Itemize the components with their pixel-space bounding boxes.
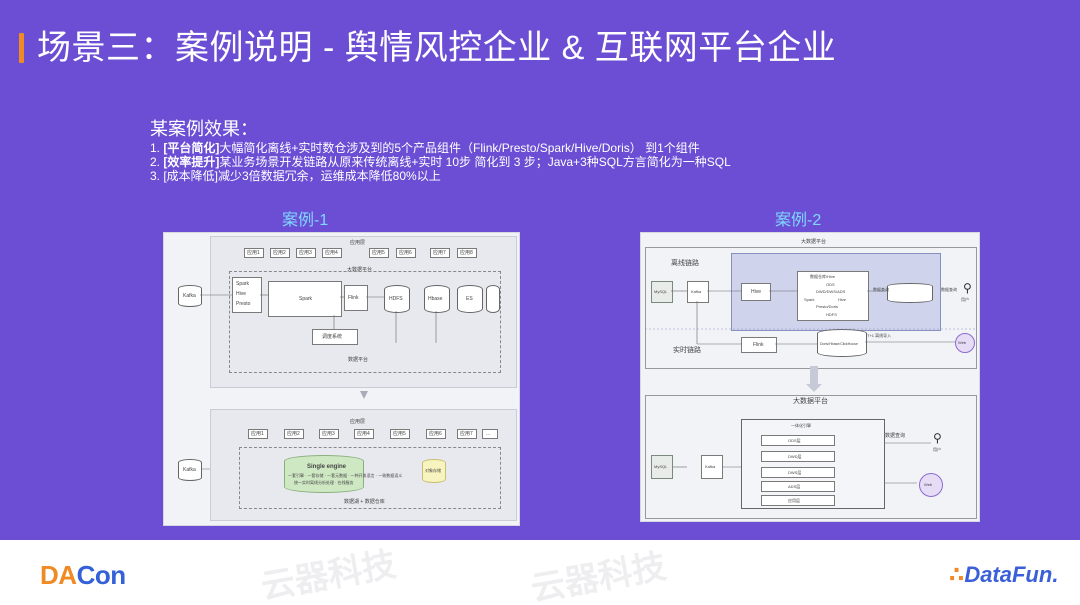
sync-label: T+1 离线导入	[867, 333, 892, 338]
case-2-after-title: 大数据平台	[793, 398, 828, 405]
unified-engine-box	[741, 419, 885, 509]
hbase-store	[887, 283, 933, 303]
datafun-logo-icon: ∴	[949, 562, 965, 587]
web-node: Web	[955, 333, 975, 353]
app-box: 应用6	[396, 248, 416, 258]
offline-label: 离线链路	[671, 260, 699, 267]
case-2-connectors	[645, 290, 975, 484]
app-box: 应用5	[390, 429, 410, 439]
case-1-before-footer: 数据平台	[348, 357, 369, 363]
watermark: 云器科技	[258, 545, 399, 605]
effect-item: 1. [平台简化]大幅简化离线+实时数仓涉及到的5个产品组件（Flink/Pre…	[150, 141, 700, 155]
dacon-logo: DACon	[40, 560, 126, 590]
slide: 场景三：案例说明 - 舆情风控企业 & 互联网平台企业 某案例效果： 1. [平…	[19, 29, 980, 526]
schedule-box: 调度系统	[312, 329, 358, 345]
query-label: 数据查询	[873, 287, 889, 292]
layer-box: 应用层	[761, 495, 835, 506]
title-accent-bar	[19, 33, 24, 63]
case-1-after-platform-frame	[239, 447, 501, 509]
slide-title: 场景三：案例说明 - 舆情风控企业 & 互联网平台企业	[37, 29, 837, 67]
etl-box: Spark	[268, 281, 342, 317]
user-icon: ⚲	[963, 281, 972, 295]
effects-heading: 某案例效果：	[150, 119, 258, 139]
layer-box: ADS层	[761, 481, 835, 492]
case-2-after-frame	[645, 395, 977, 519]
case-2-before-title: 大数据平台	[801, 239, 827, 245]
app-box: 应用2	[270, 248, 290, 258]
app-box: 应用7	[457, 429, 477, 439]
layer-box: DWS层	[761, 467, 835, 478]
app-box: 应用4	[354, 429, 374, 439]
case-2-label: 案例-2	[775, 212, 822, 229]
app-box: 应用7	[430, 248, 450, 258]
kafka-box: Kafka	[701, 455, 723, 479]
store-cylinder: Hbase	[424, 285, 450, 313]
hive-box: Hive	[741, 283, 771, 301]
user-label: 用户	[933, 447, 941, 452]
store-cylinder: ES	[457, 285, 483, 313]
case-2-diagram: 大数据平台 离线链路 实时链路 MySQL Kafka Hive 数据仓库/Hi…	[640, 232, 980, 522]
kafka-source: Kafka	[178, 459, 202, 481]
engine-list: Spark Hive Presto	[232, 277, 262, 313]
app-box: 应用1	[248, 429, 268, 439]
layer-box: DWD层	[761, 451, 835, 462]
mid-box: Flink	[344, 285, 368, 311]
down-arrow-icon	[806, 366, 822, 392]
case-1-after-top-title: 应用层	[350, 419, 366, 425]
user-label: 用户	[961, 297, 969, 302]
flink-box: Flink	[741, 337, 777, 353]
kafka-source: Kafka	[178, 285, 202, 307]
app-box: 应用3	[296, 248, 316, 258]
realtime-store: Doris/Hbase/ClickHouse	[817, 329, 867, 357]
store-cylinder	[486, 285, 500, 313]
app-box: ...	[482, 429, 498, 439]
case-1-after-footer: 数据湖 + 数据仓库	[344, 499, 385, 505]
object-store: 对象存储	[422, 459, 446, 483]
unified-engine-title: 一体化引擎	[791, 423, 811, 428]
app-box: 应用1	[244, 248, 264, 258]
app-box: 应用5	[369, 248, 389, 258]
query-label: 数据查询	[885, 433, 906, 439]
mysql-source: MySQL	[651, 281, 673, 303]
engine-desc: 统一实时离线分析处理 · 在线服务	[294, 480, 354, 485]
effect-item: 2. [效率提升]某业务场景开发链路从原来传统离线+实时 10步 简化到 3 步…	[150, 155, 731, 169]
mysql-source: MySQL	[651, 455, 673, 479]
case-1-before-top-title: 应用层	[350, 240, 366, 246]
datafun-logo: ∴DataFun.	[949, 562, 1059, 587]
store-cylinder: HDFS	[384, 285, 410, 313]
footer-bar: 云器科技 云器科技	[0, 540, 1080, 605]
engine-desc: 一套引擎 · 一套存储 · 一套元数据 · 一种开发语言 · 一致数据语义	[288, 473, 403, 478]
single-engine: Single engine	[284, 455, 364, 493]
case-1-platform-frame	[229, 271, 501, 373]
effect-item: 3. [成本降低]减少3倍数据冗余，运维成本降低80%以上	[150, 169, 441, 183]
down-arrow-icon	[360, 391, 368, 399]
user-icon: ⚲	[933, 431, 942, 445]
warehouse-stack: 数据仓库/Hive ODS DWD/DWS/ADS Spark Hive Pre…	[797, 271, 869, 321]
layer-box: ODS层	[761, 435, 835, 446]
case-1-platform-label: 大数据平台	[347, 267, 373, 273]
web-node: Web	[919, 473, 943, 497]
app-box: 应用4	[322, 248, 342, 258]
query-label: 数据查询	[941, 287, 957, 292]
watermark: 云器科技	[528, 547, 669, 605]
realtime-label: 实时链路	[673, 347, 701, 354]
effects-list: 1. [平台简化]大幅简化离线+实时数仓涉及到的5个产品组件（Flink/Pre…	[150, 141, 731, 183]
app-box: 应用3	[319, 429, 339, 439]
app-box: 应用8	[457, 248, 477, 258]
kafka-box: Kafka	[687, 281, 709, 303]
app-box: 应用6	[426, 429, 446, 439]
app-box: 应用2	[284, 429, 304, 439]
case-1-diagram: 应用层 应用1 应用2 应用3 应用4 应用5 应用6 应用7 应用8 大数据平…	[163, 232, 520, 526]
case-1-label: 案例-1	[282, 212, 329, 229]
